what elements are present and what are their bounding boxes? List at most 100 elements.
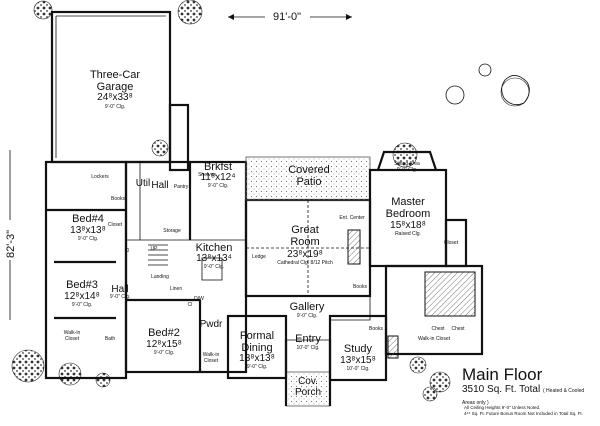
room-label: 24⁸x33⁸ [97, 92, 133, 103]
overall-width-label: 91'-0" [273, 11, 301, 23]
room-label: 9'-0" Clg. [110, 294, 130, 300]
room-label: Covered [288, 164, 330, 176]
room-label: Books [111, 196, 125, 202]
note-ceiling: All Ceiling Heights 9'-0" Unless Noted. [464, 405, 541, 410]
shrub-icon [58, 362, 82, 386]
room-label: D/W [194, 296, 204, 302]
room-label: 9'-0" Clg. [154, 350, 174, 356]
room-label: 10'-0" Clg. [346, 366, 369, 372]
room-label: 15⁸x18⁸ [390, 220, 426, 231]
plan-notes: All Ceiling Heights 9'-0" Unless Noted. … [464, 405, 594, 416]
overall-depth-label: 82'-3" [5, 230, 17, 258]
room-label: Bed#4 [72, 213, 104, 225]
room-label: 13⁸x13⁴ [196, 253, 232, 264]
room-label: Bedroom [386, 208, 431, 220]
room-label: 13⁸x13⁸ [70, 225, 106, 236]
room-label: Porch [295, 387, 321, 398]
room-label: 9'-0" Clg. [78, 236, 98, 242]
room-label: Cov. [298, 376, 318, 387]
room-label: Room [290, 236, 319, 248]
room-label: 9'-0" Clg. [397, 167, 417, 173]
room-label: Entry [295, 333, 321, 345]
shrub-icon [409, 356, 427, 374]
room-label: Gallery [290, 301, 325, 313]
room-label: 9'-0" Clg. [208, 183, 228, 189]
room-label: Sitting Area [394, 161, 420, 167]
room-label: Lockers [91, 174, 109, 180]
room-label: Closet [204, 358, 219, 364]
room-label: 23⁸x19⁸ [287, 249, 323, 260]
room-label: Raised Clg. [395, 231, 421, 237]
room-label: 9'-0" Clg. [247, 364, 267, 370]
room-label: Master [391, 196, 425, 208]
shrub-icon [478, 63, 492, 77]
house-walls [44, 150, 484, 407]
note-bonus: 4⁴⁴ Sq. Ft. Future Bonus Room Not Includ… [464, 410, 583, 416]
room-label: Brkfst [204, 161, 232, 173]
room-label: 9'-0" Clg. [297, 313, 317, 319]
room-label: Bath [105, 336, 116, 342]
sqft-note: ( Heated & Cooled Areas only ) [462, 388, 585, 406]
fireplace-icon [347, 229, 361, 265]
room-label: UP [151, 246, 159, 252]
room-label: 9'-0" Clg. [72, 302, 92, 308]
room-label: Books [369, 326, 383, 332]
plan-sqft: 3510 Sq. Ft. Total ( Heated & Cooled Are… [462, 384, 598, 408]
room-label: Cl [188, 302, 193, 308]
room-label: Pantry [174, 184, 189, 190]
room-label: Walk-in Closet [418, 336, 451, 342]
sqft-suffix: Sq. Ft. Total [487, 384, 541, 395]
room-label: Shelves [198, 172, 216, 178]
title-block: Main Floor 3510 Sq. Ft. Total ( Heated &… [462, 366, 598, 408]
room-labels: Covered Patio Brkfst 11⁸x12⁴ 9'-0" Clg. … [64, 161, 465, 398]
room-label: 12⁸x14⁸ [64, 291, 100, 302]
landscaping [11, 0, 530, 402]
room-label: Formal [240, 330, 274, 342]
room-label: Patio [296, 176, 321, 188]
sqft-value: 3510 [462, 384, 485, 395]
room-label: Closet [444, 240, 459, 246]
kitchen-island [201, 257, 223, 281]
shrub-icon [151, 139, 169, 157]
shrub-icon [445, 85, 465, 105]
shrub-icon [422, 386, 438, 402]
room-label: Linen [170, 286, 182, 292]
tree-icon [33, 0, 53, 20]
room-label: Pwdr [200, 319, 223, 330]
room-label: Walk-in [64, 330, 81, 336]
room-label: Study [344, 343, 373, 355]
room-label: Dining [241, 342, 272, 354]
room-label: Great [291, 224, 319, 236]
room-label: 9'-0" Clg. [105, 104, 125, 110]
room-label: Landing [151, 274, 169, 280]
room-label: 13⁸x15⁸ [340, 355, 376, 366]
room-label: 12⁸x15⁸ [146, 339, 182, 350]
room-label: Hall [151, 180, 168, 191]
room-label: Bed#3 [66, 279, 98, 291]
stair-icon [148, 244, 168, 266]
shrub-icon [95, 372, 111, 388]
room-label: Bed#2 [148, 327, 180, 339]
shrub-icon [429, 371, 451, 393]
room-label: Hall [111, 284, 128, 295]
room-label: Storage [163, 228, 181, 234]
room-label: 9'-0" Clg. [204, 264, 224, 270]
room-label: Cathedral Clg. 8/12 Pitch [277, 260, 333, 266]
plan-title: Main Floor [462, 365, 543, 384]
room-label: Ledge [252, 254, 266, 260]
fireplace-icon [387, 335, 399, 359]
overall-depth-dimension: 82'-3" [5, 150, 17, 320]
room-label: Closet [108, 222, 123, 228]
shrub-icon [392, 142, 418, 168]
room-label: Walk-in [203, 352, 220, 358]
room-label: Kitchen [196, 242, 233, 254]
overall-width-dimension: 91'-0" [228, 11, 352, 23]
garage: Three-Car Garage 24⁸x33⁸ 9'-0" Clg. [50, 10, 190, 172]
room-label: 13⁸x13⁸ [239, 353, 275, 364]
room-label: 11⁸x12⁴ [200, 172, 235, 183]
room-label: Chest [431, 326, 445, 332]
room-label: Chest [451, 326, 465, 332]
room-label: Cl [125, 248, 130, 254]
room-label: Ent. Center [339, 215, 365, 221]
